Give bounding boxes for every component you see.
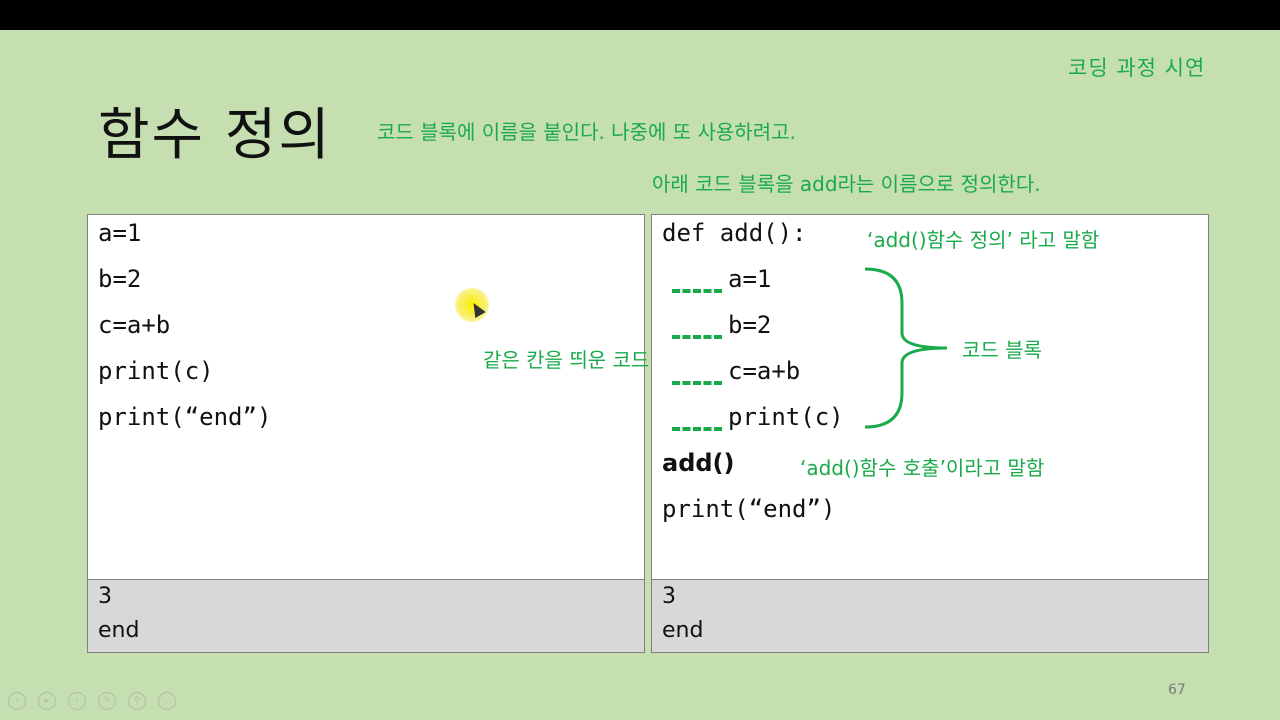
call-line: add() <box>662 449 735 477</box>
block-line: c=a+b <box>728 357 801 385</box>
page-number: 67 <box>1168 682 1186 698</box>
code-line: a=1 <box>98 219 142 247</box>
indent-marker <box>672 381 722 385</box>
slide: 코딩 과정 시연 함수 정의 코드 블록에 이름을 붙인다. 나중에 또 사용하… <box>0 30 1280 720</box>
code-line: b=2 <box>98 265 142 293</box>
indent-marker <box>672 427 722 431</box>
def-note: ‘add()함수 정의’ 라고 말함 <box>867 228 1100 252</box>
output-line: end <box>98 618 140 643</box>
next-icon[interactable]: › <box>68 692 86 710</box>
slideshow-controls: ‹ ▸ › ✎ ⚲ … <box>8 692 176 710</box>
play-icon[interactable]: ▸ <box>38 692 56 710</box>
prev-icon[interactable]: ‹ <box>8 692 26 710</box>
call-note: ‘add()함수 호출’이라고 말함 <box>800 456 1045 480</box>
output-area: 3 end <box>652 579 1208 652</box>
section-label: 코딩 과정 시연 <box>1068 56 1206 80</box>
description-1: 코드 블록에 이름을 붙인다. 나중에 또 사용하려고. <box>377 120 796 144</box>
output-line: 3 <box>98 584 112 609</box>
indent-marker <box>672 289 722 293</box>
code-line: print(“end”) <box>98 403 272 431</box>
page-title: 함수 정의 <box>98 103 332 168</box>
pointer-highlight <box>455 288 489 322</box>
more-icon[interactable]: … <box>158 692 176 710</box>
brace-icon <box>864 267 948 429</box>
block-line: print(c) <box>728 403 844 431</box>
output-line: end <box>662 618 704 643</box>
output-line: 3 <box>662 584 676 609</box>
description-2: 아래 코드 블록을 add라는 이름으로 정의한다. <box>652 172 1041 196</box>
block-line: b=2 <box>728 311 772 339</box>
pen-icon[interactable]: ✎ <box>98 692 116 710</box>
right-code-panel: def add(): a=1 b=2 c=a+b print(c) add() … <box>651 214 1209 653</box>
indent-marker <box>672 335 722 339</box>
block-line: a=1 <box>728 265 772 293</box>
indent-note: 같은 칸을 띄운 코드 <box>483 348 650 372</box>
def-line: def add(): <box>662 219 807 247</box>
output-area: 3 end <box>88 579 644 652</box>
zoom-icon[interactable]: ⚲ <box>128 692 146 710</box>
left-code-panel: a=1 b=2 c=a+b print(c) print(“end”) 3 en… <box>87 214 645 653</box>
block-note: 코드 블록 <box>962 338 1042 362</box>
code-line: c=a+b <box>98 311 171 339</box>
last-line: print(“end”) <box>662 495 836 523</box>
code-line: print(c) <box>98 357 214 385</box>
